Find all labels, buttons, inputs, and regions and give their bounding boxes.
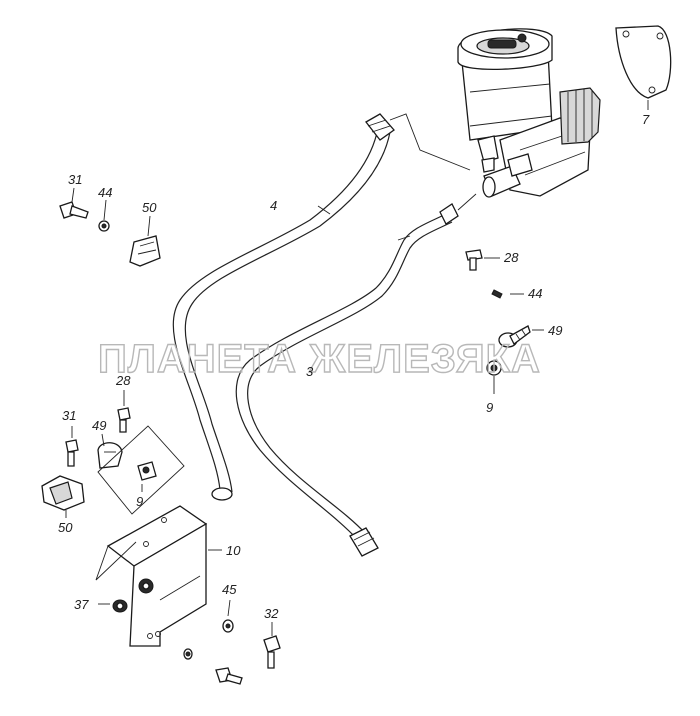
- nut-bracket-inner[interactable]: [138, 578, 154, 594]
- bolt-31-top[interactable]: [59, 201, 89, 219]
- leader-line-31-top: [71, 187, 75, 203]
- part-label-28-right: 28: [503, 250, 519, 265]
- part-label-10: 10: [226, 543, 241, 558]
- part-label-9-right: 9: [486, 400, 493, 415]
- part-label-44-right: 44: [528, 286, 542, 301]
- spacer-9-left[interactable]: [137, 461, 157, 481]
- tube-3-connection-line: [457, 193, 477, 211]
- part-label-3: 3: [306, 364, 314, 379]
- clamp-49-left[interactable]: [97, 442, 123, 469]
- part-label-31-left: 31: [62, 408, 76, 423]
- washer-bottom[interactable]: [183, 648, 193, 660]
- part-label-7: 7: [642, 112, 650, 127]
- part-label-45: 45: [222, 582, 237, 597]
- part-label-50-top: 50: [142, 200, 157, 215]
- bracket-50-top[interactable]: [129, 235, 161, 267]
- part-label-32: 32: [264, 606, 279, 621]
- bolt-28-right[interactable]: [465, 249, 483, 271]
- part-label-50-left: 50: [58, 520, 73, 535]
- bolt-31-left[interactable]: [65, 439, 79, 467]
- nut-44-top[interactable]: [98, 220, 110, 232]
- part-label-49-right: 49: [548, 323, 562, 338]
- nut-37[interactable]: [112, 599, 128, 613]
- bracket-assembly-line: [95, 541, 137, 581]
- tube-3[interactable]: [235, 203, 459, 557]
- washer-45[interactable]: [222, 619, 234, 633]
- part-label-37: 37: [74, 597, 89, 612]
- mounting-bracket-10[interactable]: [106, 505, 208, 647]
- bolt-32[interactable]: [263, 635, 281, 669]
- bracket-outline-top: [97, 425, 185, 515]
- part-label-44-top: 44: [98, 185, 112, 200]
- part-label-31-top: 31: [68, 172, 82, 187]
- leader-line-50-top: [147, 215, 151, 237]
- cover-plate[interactable]: [615, 25, 672, 99]
- part-label-9-left: 9: [136, 494, 143, 509]
- pin-44-right[interactable]: [491, 289, 503, 299]
- part-label-49-left: 49: [92, 418, 106, 433]
- bolt-28-left[interactable]: [117, 407, 131, 433]
- power-steering-pump[interactable]: [457, 28, 601, 198]
- nut-9-right[interactable]: [486, 360, 502, 376]
- hose-4-connection-line: [389, 113, 471, 171]
- clamp-49-right[interactable]: [498, 325, 531, 348]
- leader-line-44-top: [103, 199, 107, 221]
- part-label-28-left: 28: [115, 373, 131, 388]
- hose-4[interactable]: [172, 113, 395, 501]
- bracket-50-left[interactable]: [41, 475, 85, 511]
- watermark-text: ПЛАНЕТА ЖЕЛЕЗЯКА: [98, 337, 541, 381]
- bolt-bottom[interactable]: [215, 667, 243, 685]
- part-label-4: 4: [270, 198, 277, 213]
- leader-line-49-left: [101, 433, 105, 447]
- leader-line-45: [227, 599, 231, 617]
